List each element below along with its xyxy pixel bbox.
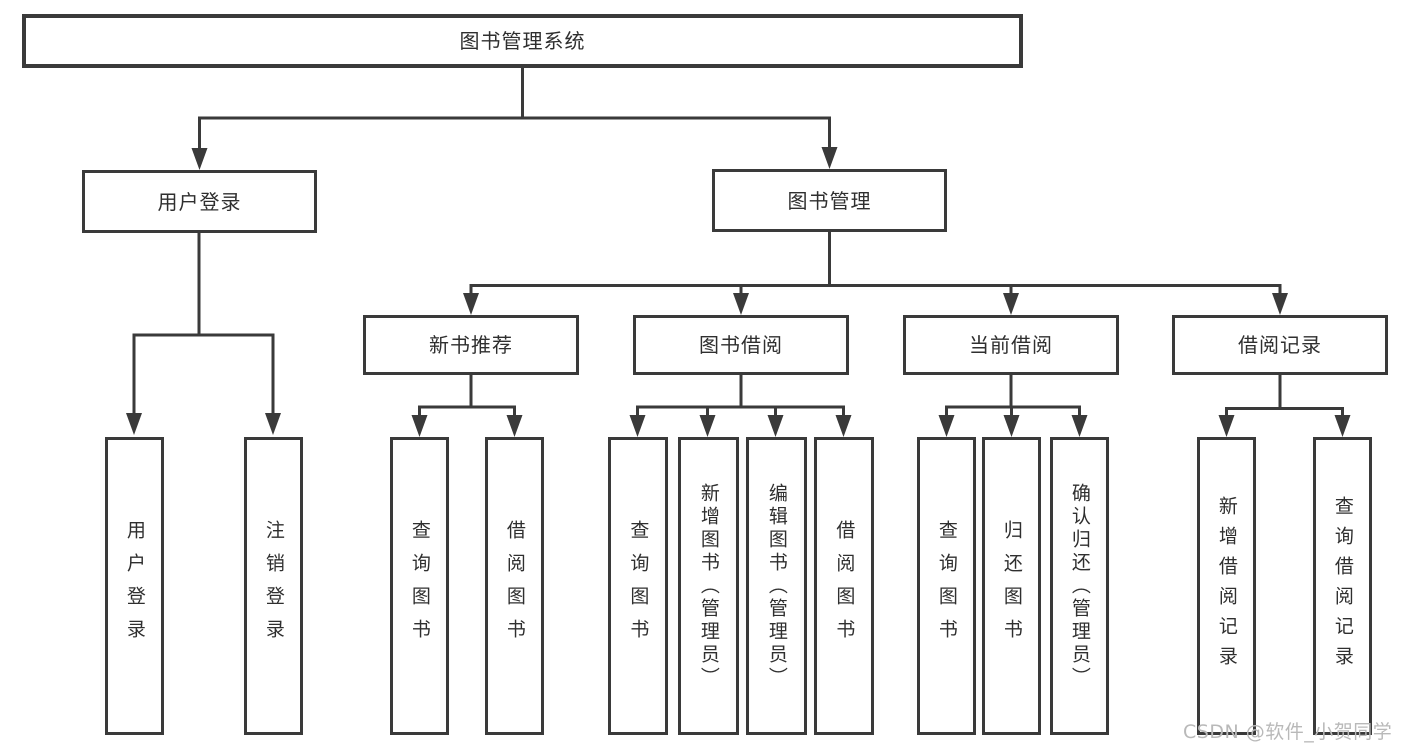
leaf-recommend-borrow-books: 借阅图书 — [485, 437, 544, 735]
branch-book-management: 图书管理 — [712, 169, 947, 232]
leaf-return-books: 归还图书 — [982, 437, 1041, 735]
leaf-add-books-admin: 新增图书（管理员） — [678, 437, 739, 735]
leaf-query-borrow-record: 查询借阅记录 — [1313, 437, 1372, 735]
section-current-borrowing: 当前借阅 — [903, 315, 1119, 375]
leaf-current-query-books: 查询图书 — [917, 437, 976, 735]
section-book-borrowing: 图书借阅 — [633, 315, 849, 375]
leaf-logout: 注销登录 — [244, 437, 303, 735]
leaf-borrowing-borrow-books: 借阅图书 — [814, 437, 874, 735]
csdn-watermark: CSDN @软件_小贺同学 — [1183, 721, 1393, 743]
leaf-borrowing-query-books: 查询图书 — [608, 437, 668, 735]
leaf-add-borrow-record: 新增借阅记录 — [1197, 437, 1256, 735]
leaf-user-login: 用户登录 — [105, 437, 164, 735]
section-borrow-records: 借阅记录 — [1172, 315, 1388, 375]
leaf-edit-books-admin: 编辑图书（管理员） — [746, 437, 807, 735]
branch-user-login: 用户登录 — [82, 170, 317, 233]
node-root: 图书管理系统 — [22, 14, 1023, 68]
section-new-book-recommend: 新书推荐 — [363, 315, 579, 375]
leaf-recommend-query-books: 查询图书 — [390, 437, 449, 735]
leaf-confirm-return-admin: 确认归还（管理员） — [1050, 437, 1109, 735]
